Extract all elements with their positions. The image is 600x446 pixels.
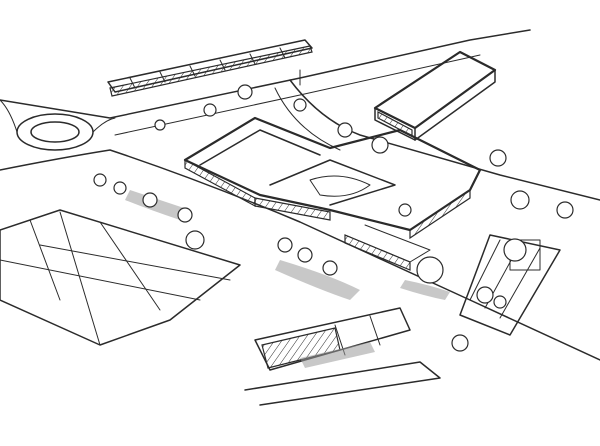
warehouse-building <box>373 50 497 141</box>
central-building-complex <box>183 116 482 271</box>
lower-buildings <box>244 307 441 406</box>
roadside-terrace-building <box>107 39 313 97</box>
side-road <box>274 79 600 201</box>
shadow-marks <box>125 190 450 368</box>
parking-lot <box>459 234 561 336</box>
trees <box>93 84 574 352</box>
roundabout <box>0 99 116 151</box>
field-plots <box>0 209 241 346</box>
